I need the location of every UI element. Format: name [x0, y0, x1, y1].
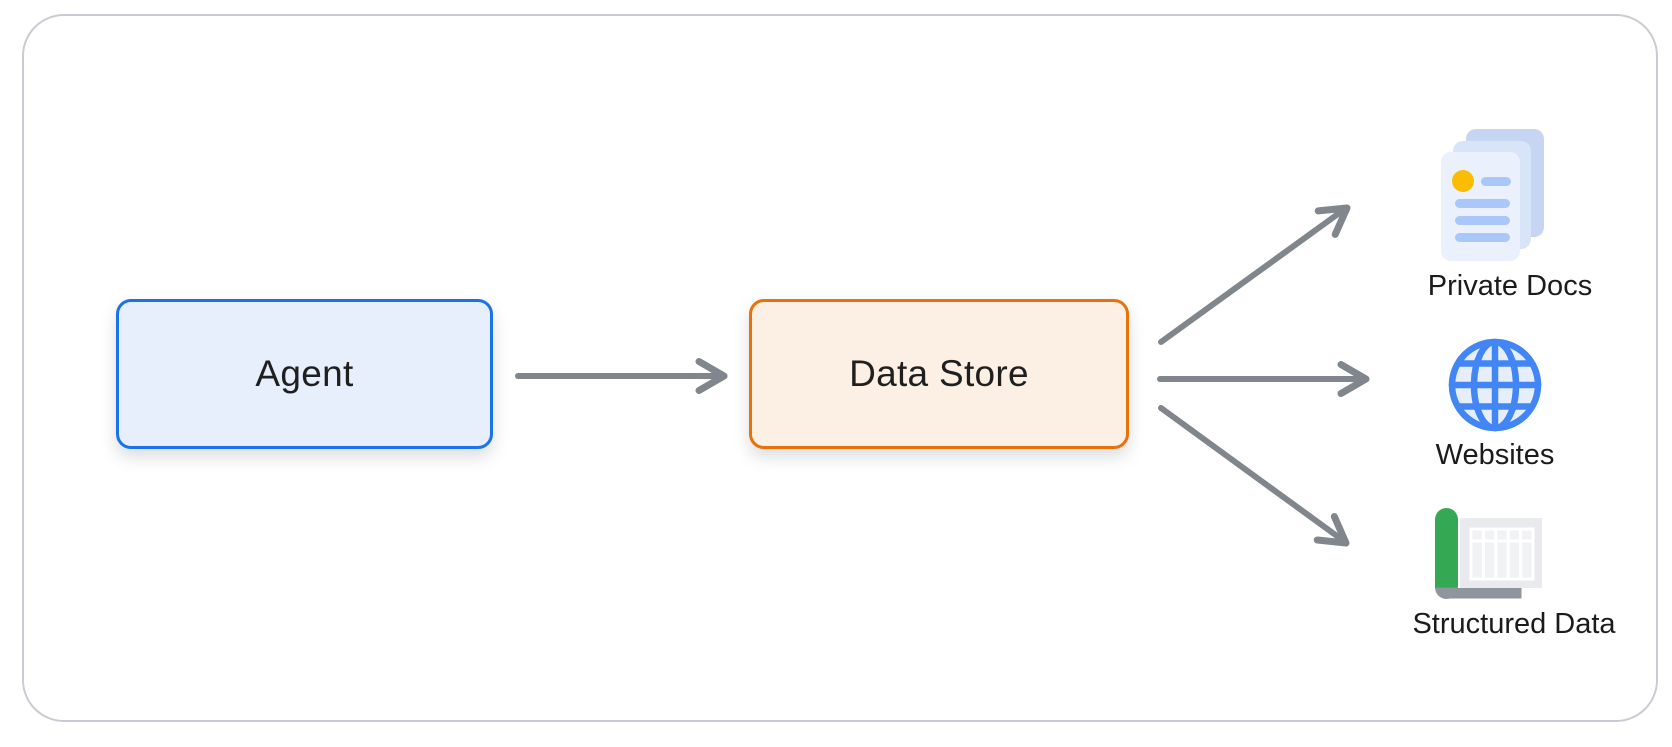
arrow-agent-to-datastore: [515, 358, 728, 394]
agent-node-label: Agent: [255, 353, 354, 394]
spreadsheet-scroll-icon: [1435, 508, 1542, 599]
private-docs-label: Private Docs: [1427, 270, 1593, 302]
structured-data-label: Structured Data: [1412, 608, 1616, 640]
arrow-datastore-to-private-docs: [1158, 204, 1351, 345]
data-store-node-label: Data Store: [849, 353, 1029, 394]
arrow-datastore-to-structured-data: [1158, 405, 1350, 547]
agent-node: Agent: [116, 299, 493, 449]
data-store-node: Data Store: [749, 299, 1129, 449]
diagram-card: Agent Data Store Private Docs Web: [22, 14, 1658, 722]
arrow-datastore-to-websites: [1157, 361, 1370, 397]
globe-icon: [1448, 338, 1542, 432]
documents-stack-icon: [1441, 129, 1544, 261]
websites-label: Websites: [1435, 439, 1555, 471]
